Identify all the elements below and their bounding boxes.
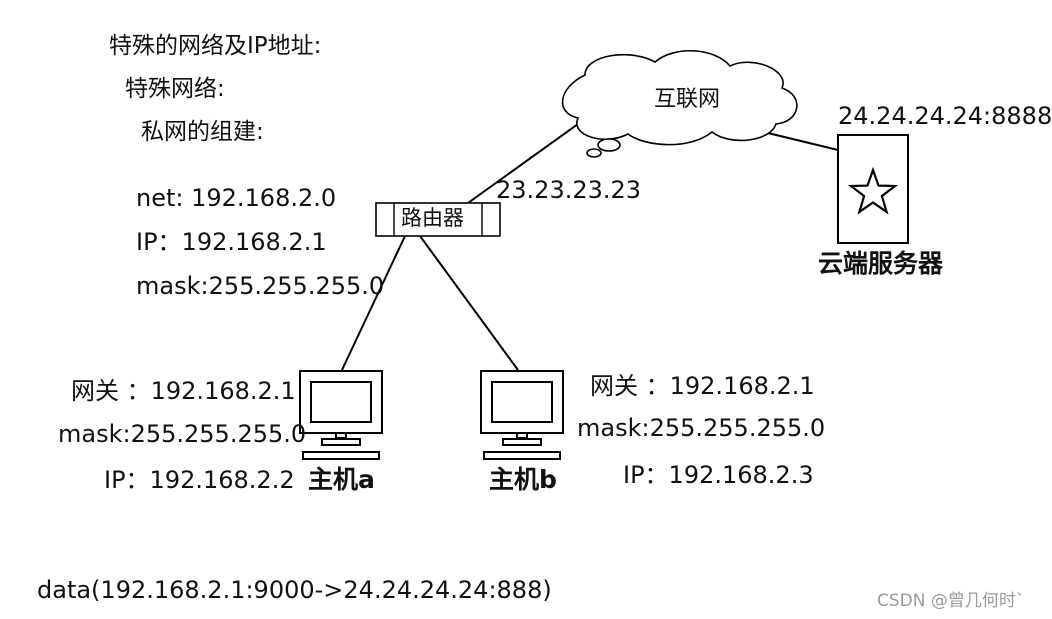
heading-private-network-setup: 私网的组建:: [141, 119, 264, 145]
host-b-gateway: 网关 ：192.168.2.1: [590, 372, 815, 400]
server-label: 云端服务器: [818, 249, 944, 278]
server-address: 24.24.24.24:8888: [838, 102, 1052, 130]
heading-special-networks-and-ip: 特殊的网络及IP地址:: [109, 33, 322, 59]
lan-net-label: net: 192.168.2.0: [136, 184, 337, 212]
router-to-host-b-link: [419, 235, 519, 371]
host-a-label: 主机a: [308, 465, 375, 494]
router-wan-ip: 23.23.23.23: [496, 176, 642, 204]
host-b-computer-icon: [480, 370, 564, 460]
router-box: [375, 202, 501, 237]
csdn-watermark: CSDN @曾几何时`: [877, 591, 1025, 611]
heading-special-networks: 特殊网络:: [125, 76, 225, 102]
router-label: 路由器: [401, 206, 464, 230]
internet-cloud-label: 互联网: [654, 87, 721, 112]
host-b-label: 主机b: [489, 465, 557, 494]
server-icon: [837, 134, 909, 244]
lan-ip-label: IP：192.168.2.1: [136, 228, 327, 256]
host-a-gateway: 网关 ：192.168.2.1: [71, 377, 296, 405]
host-b-mask: mask:255.255.255.0: [577, 414, 826, 442]
host-b-ip: IP：192.168.2.3: [623, 461, 814, 489]
host-a-ip: IP：192.168.2.2: [104, 466, 295, 494]
host-a-computer-icon: [299, 370, 383, 460]
internet-cloud: [561, 50, 798, 158]
crop-mask: [90, 489, 850, 519]
router-to-internet-link: [467, 123, 579, 204]
star-icon: [847, 166, 899, 215]
lan-mask-label: mask:255.255.255.0: [136, 272, 385, 300]
router-to-host-a-link: [341, 235, 406, 371]
host-a-mask: mask:255.255.255.0: [58, 420, 307, 448]
data-packet-label: data(192.168.2.1:9000->24.24.24.24:888): [37, 576, 552, 604]
